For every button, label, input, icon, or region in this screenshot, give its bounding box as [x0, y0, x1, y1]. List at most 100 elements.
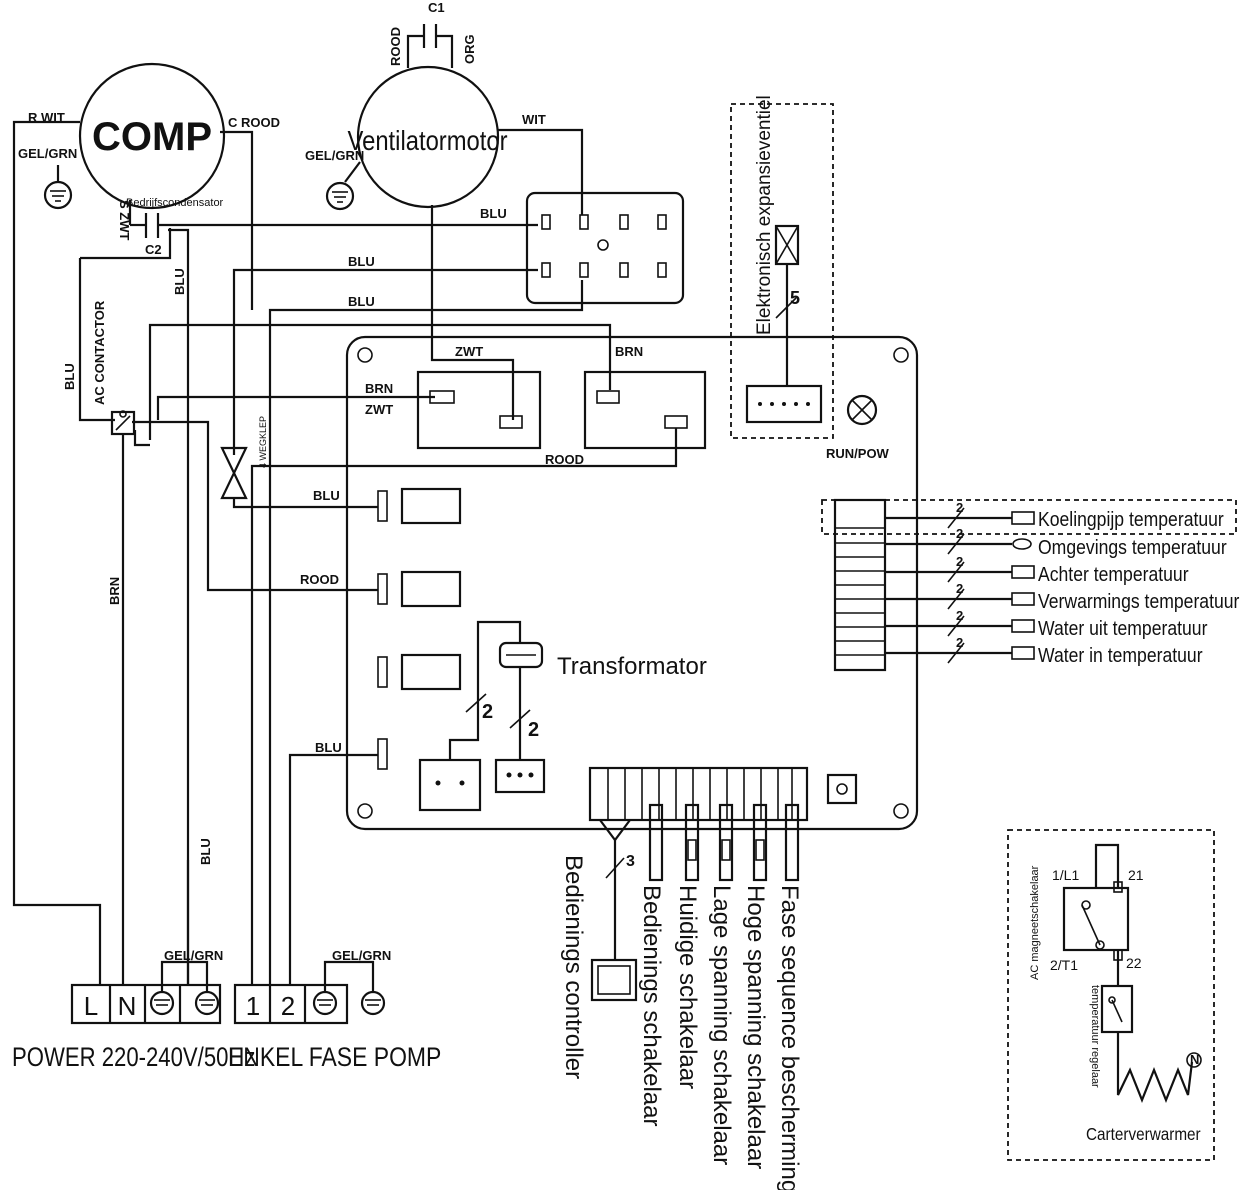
switch-label: Bedienings schakelaar: [638, 885, 665, 1127]
t21-label: 21: [1128, 867, 1144, 883]
wire-count-3: 3: [626, 853, 635, 870]
blu-label-valve: BLU: [313, 488, 340, 503]
blu-label-comp: BLU: [172, 268, 187, 295]
relay-1: [416, 370, 542, 450]
wire-r-wit: [12, 120, 102, 985]
terminal-1: 1: [246, 991, 260, 1021]
fan-motor-label: Ventilatormotor: [348, 124, 508, 156]
wire-count-transformer-2: 2: [528, 719, 539, 741]
run-cap-label: Bedrijfscondensator: [126, 197, 224, 209]
wire-brn-board: [148, 323, 612, 440]
switch-connector: [588, 766, 809, 1002]
sensor-row: 2 Water in temperatuur: [885, 635, 1203, 666]
sensor-label: Verwarmings temperatuur: [1038, 590, 1239, 612]
blu-label-low: BLU: [198, 838, 213, 865]
wire-count-5: 5: [790, 288, 800, 308]
fan-ground-icon: [325, 161, 361, 211]
four-way-valve-icon: 4 WEGKLEP: [220, 416, 378, 509]
wire-brn-relay: [156, 395, 435, 420]
test-button-icon[interactable]: [826, 773, 858, 805]
power-label: POWER 220-240V/50Hz: [12, 1043, 255, 1073]
svg-text:2: 2: [956, 526, 963, 541]
blu-label-top2: BLU: [348, 254, 375, 269]
ac-contactor-label: AC CONTACTOR: [92, 300, 107, 405]
wire-count-transformer-1: 2: [482, 701, 493, 723]
ac-switch-label: AC magneetschakelaar: [1029, 865, 1041, 980]
sensor-row: 2 Water uit temperatuur: [885, 608, 1207, 639]
svg-text:2: 2: [956, 500, 963, 515]
sensor-list: 2 Koelingpijp temperatuur 2 Omgevings te…: [885, 500, 1239, 666]
ac-contactor: AC CONTACTOR: [78, 228, 172, 436]
compressor-label: COMP: [92, 115, 212, 159]
n-mark: N: [1190, 1052, 1199, 1067]
t1-label: 2/T1: [1050, 957, 1078, 973]
zwt-label-board: ZWT: [455, 344, 483, 359]
switch-label: Bedienings controller: [560, 855, 587, 1079]
sensor-row: 2 Koelingpijp temperatuur: [885, 500, 1224, 530]
switch-label: Lage spanning schakelaar: [708, 885, 735, 1165]
blu-label-pump: BLU: [315, 740, 342, 755]
fan-org-label: ORG: [462, 34, 477, 64]
l1-label: 1/L1: [1052, 867, 1079, 883]
svg-text:2: 2: [956, 608, 963, 623]
brn-label-main: BRN: [107, 577, 122, 605]
rood-label-relay: ROOD: [545, 452, 584, 467]
sensor-label: Koelingpijp temperatuur: [1038, 508, 1224, 530]
relay-2: [583, 370, 707, 450]
brn-label-relay: BRN: [365, 381, 393, 396]
sensor-row: 2 Achter temperatuur: [885, 554, 1189, 585]
pump-terminal-block: 1 2 GEL/GRN: [233, 948, 391, 1025]
sensor-row: 2 Verwarmings temperatuur: [885, 581, 1239, 612]
s-zwt-label: S ZWT: [117, 200, 132, 240]
fan-motor: Ventilatormotor: [348, 65, 508, 209]
run-pow-label: RUN/POW: [826, 446, 890, 461]
blu-label-top1: BLU: [480, 206, 507, 221]
switch-label: Huidige schakelaar: [674, 885, 701, 1089]
t22-label: 22: [1126, 955, 1142, 971]
wire-blu-4way: [232, 268, 538, 455]
sensor-row: 2 Omgevings temperatuur: [885, 526, 1227, 558]
run-capacitor-c2: Bedrijfscondensator C2: [126, 197, 538, 257]
wire-rood-relay2: [250, 428, 678, 985]
thermostat-label: temperatuur regelaar: [1089, 985, 1101, 1088]
four-way-label: 4 WEGKLEP: [258, 416, 268, 468]
wire-blu-pump-out: [288, 753, 378, 985]
switch-labels: Bedienings controller Bedienings schakel…: [560, 855, 803, 1190]
fan-wit-label: WIT: [522, 112, 546, 127]
sensor-label: Omgevings temperatuur: [1038, 536, 1227, 558]
blu-label-top3: BLU: [348, 294, 375, 309]
sensor-label: Water uit temperatuur: [1038, 617, 1207, 639]
wire-c-rood: [220, 130, 254, 310]
comp-ground-icon: [43, 165, 73, 210]
main-board: [345, 335, 919, 831]
run-pow-lamp-icon: [846, 394, 878, 426]
sensor-label: Achter temperatuur: [1038, 563, 1189, 585]
wire-fan-wit: [498, 128, 584, 215]
output-connectors: [377, 487, 462, 770]
crankcase-label: Carterverwarmer: [1086, 1124, 1201, 1144]
zwt-label-relay: ZWT: [365, 402, 393, 417]
crankcase-heater-box: AC magneetschakelaar 1/L1 2/T1 21 22 tem…: [1007, 829, 1215, 1161]
switch-label: Hoge spanning schakelaar: [742, 885, 769, 1169]
svg-text:2: 2: [956, 554, 963, 569]
c2-label: C2: [145, 242, 162, 257]
fan-rood-label: ROOD: [388, 27, 403, 66]
terminal-l: L: [84, 991, 98, 1021]
pump-label: ENKEL FASE POMP: [228, 1042, 441, 1072]
transformer-icon: [418, 620, 546, 812]
sensor-label: Water in temperatuur: [1038, 644, 1203, 666]
fan-gel-grn-label: GEL/GRN: [305, 148, 364, 163]
svg-text:2: 2: [956, 581, 963, 596]
sensor-connector-block: [821, 498, 1237, 672]
rood-label-out: ROOD: [300, 572, 339, 587]
exp-valve-label: Elektronisch expansieventiel: [754, 95, 775, 335]
switch-label: Fase sequence bescherming: [776, 885, 803, 1190]
wire-blu-comp: [168, 228, 190, 985]
power-terminal-block: L N GEL/GRN: [70, 948, 223, 1025]
pump-gel-grn-label: GEL/GRN: [332, 948, 391, 963]
power-gel-grn-label: GEL/GRN: [164, 948, 223, 963]
blu-label-contactor: BLU: [62, 363, 77, 390]
wire-rood-relay: [132, 420, 378, 592]
